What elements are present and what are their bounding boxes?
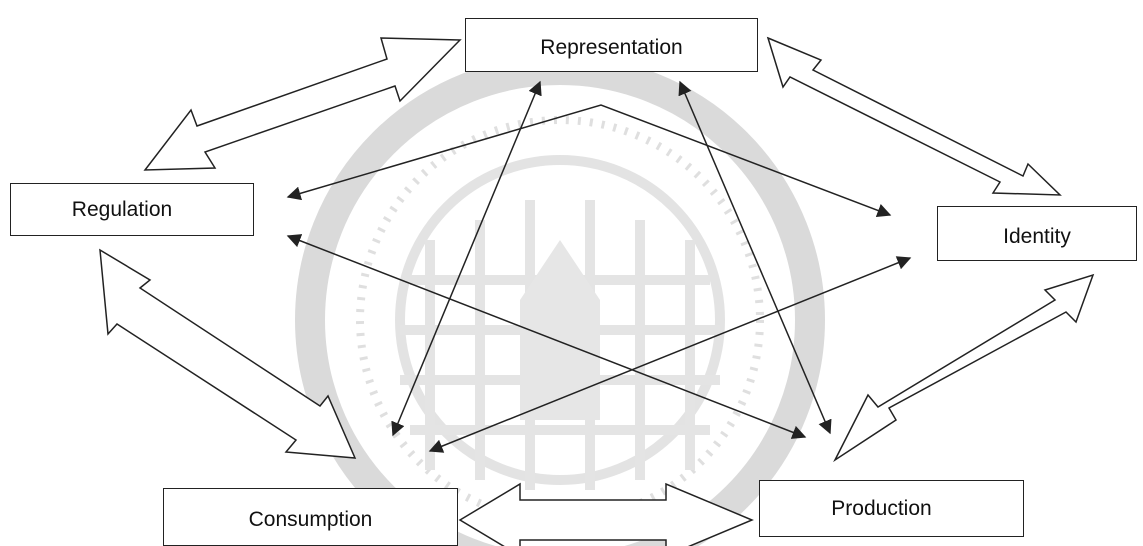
line-arrow-identity-consumption [428,256,912,453]
node-label-regulation: Regulation [71,198,173,221]
block-arrow-representation-identity [766,36,1062,196]
node-production: Production [759,480,1024,537]
node-representation: Representation [465,18,758,72]
node-regulation: Regulation [10,183,254,236]
watermark-seal [295,55,825,546]
node-label-representation: Representation [540,36,683,59]
node-label-production: Production [831,497,932,520]
node-label-consumption: Consumption [248,507,373,531]
block-arrow-identity-production [833,273,1095,463]
node-consumption: Consumption [163,488,458,546]
node-identity: Identity [937,206,1137,261]
block-arrow-consumption-production [458,482,754,546]
node-label-identity: Identity [1003,224,1071,248]
